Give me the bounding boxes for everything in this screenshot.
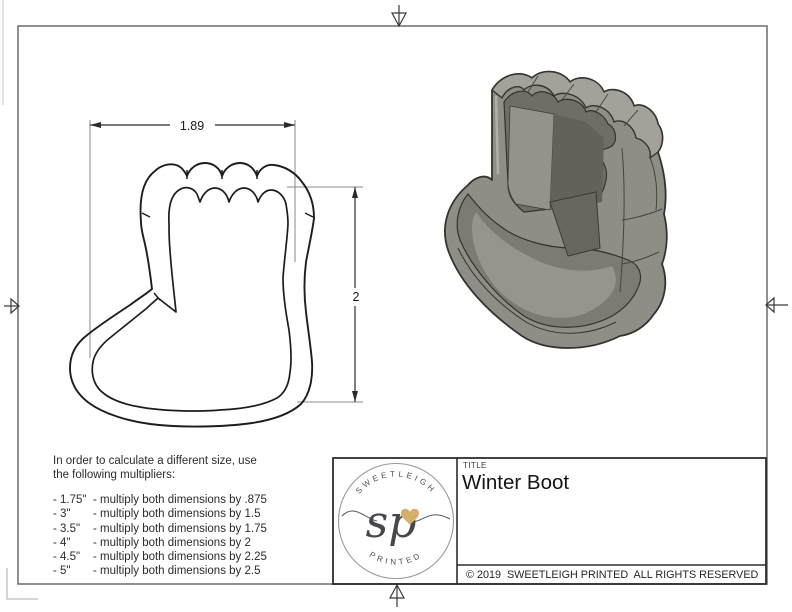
title-block-border (332, 457, 767, 585)
title-label: TITLE (463, 461, 487, 470)
multiplier-row: - 3" - multiply both dimensions by 1.5 (53, 507, 363, 521)
multiplier-row: - 4.5" - multiply both dimensions by 2.2… (53, 550, 363, 564)
inner-left-wall (507, 105, 555, 211)
multiplier-row: - 4" - multiply both dimensions by 2 (53, 536, 363, 550)
arrowhead-down (352, 391, 358, 402)
size-cell: - 3.5" (53, 522, 81, 535)
center-marks (4, 5, 788, 607)
logo-circle (337, 462, 455, 580)
rule-cell: - multiply both dimensions by 2.25 (93, 551, 267, 564)
scan-artifact-bottom-left (6, 568, 38, 600)
inner-back-wall (550, 114, 604, 210)
hanging-front-wall (549, 191, 601, 257)
heart-icon (401, 508, 419, 525)
width-dim-label: 1.89 (180, 119, 204, 133)
logo-arc-top-text: SWEETLEIGH (354, 469, 438, 495)
height-dim-label: 2 (353, 290, 360, 304)
center-mark-right (765, 296, 788, 314)
arrowhead-up (352, 187, 358, 198)
arrowhead-left (90, 122, 101, 128)
multiplier-row: - 3.5" - multiply both dimensions by 1.7… (53, 522, 363, 536)
height-dimension: 2 (352, 187, 360, 402)
multiplier-row: - 5" - multiply both dimensions by 2.5 (53, 564, 363, 578)
multiplier-list: - 1.75" - multiply both dimensions by .8… (53, 493, 363, 579)
rule-cell: - multiply both dimensions by 2 (93, 536, 251, 549)
size-instructions: In order to calculate a different size, … (53, 454, 363, 579)
left-wall-highlight (494, 95, 500, 175)
multiplier-row: - 1.75" - multiply both dimensions by .8… (53, 493, 363, 507)
intro-line-1: In order to calculate a different size, … (53, 455, 257, 467)
copyright-text: © 2019 SWEETLEIGH PRINTED ALL RIGHTS RES… (466, 569, 759, 581)
flourish-left (341, 510, 378, 522)
size-cell: - 5" (53, 565, 71, 578)
extension-lines (89, 120, 363, 403)
rule-cell: - multiply both dimensions by 1.75 (93, 522, 267, 535)
rim-scallop-seams (527, 75, 639, 127)
rule-cell: - multiply both dimensions by .875 (93, 494, 267, 506)
center-mark-left (4, 297, 20, 315)
width-dimension: 1.89 (90, 119, 295, 133)
bottom-cutting-lip (457, 247, 617, 334)
rule-cell: - multiply both dimensions by 1.5 (93, 508, 261, 521)
tick-marks (141, 170, 314, 301)
boot-drawing-2d: 1.89 2 (69, 119, 363, 428)
right-wall-seams (619, 147, 663, 293)
size-cell: - 4" (53, 536, 71, 549)
size-cell: - 4.5" (53, 551, 81, 564)
logo-arc-bottom-text: PRINTED (368, 550, 424, 567)
foot-inner-wall (472, 212, 616, 318)
arrowhead-right (284, 122, 295, 128)
page-title: Winter Boot (462, 471, 570, 494)
boot-inner-outline (91, 186, 292, 412)
center-mark-top (390, 5, 408, 28)
boot-render-3d (444, 70, 668, 349)
center-mark-bottom (388, 583, 406, 607)
size-cell: - 3" (53, 508, 71, 521)
size-cell: - 1.75" (53, 494, 87, 506)
intro-line-2: the following multipliers: (53, 469, 176, 481)
boot-outer-outline (69, 162, 315, 428)
rule-cell: - multiply both dimensions by 2.5 (93, 565, 261, 578)
instructions-intro: In order to calculate a different size, … (53, 454, 363, 482)
